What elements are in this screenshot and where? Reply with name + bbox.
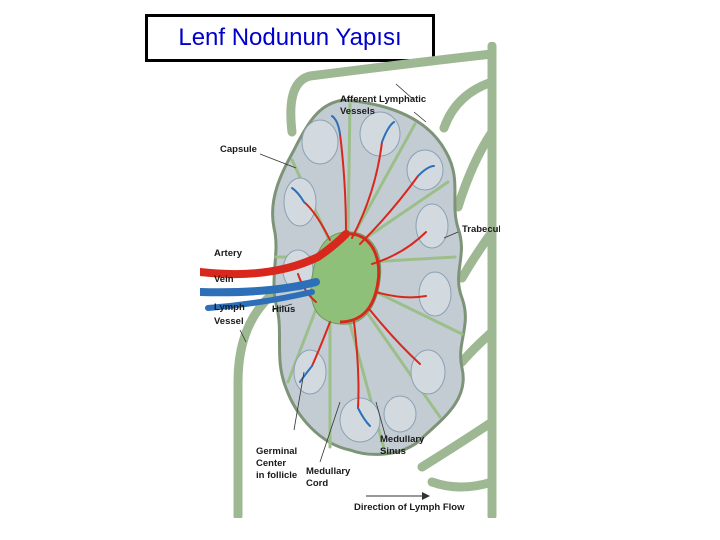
label-medullary-sinus-1: Medullary [380,434,425,445]
label-trabecula: Trabecula [462,224,500,235]
label-hilus: Hilus [272,304,295,315]
label-lymph-1: Lymph [214,302,245,313]
label-direction: Direction of Lymph Flow [354,502,465,513]
label-lymph-2: Vessel [214,316,244,327]
label-artery: Artery [214,248,243,259]
label-medullary-cord-1: Medullary [306,466,351,477]
label-medullary-sinus-2: Sinus [380,446,406,457]
label-medullary-cord-2: Cord [306,478,328,489]
label-germinal-2: Center [256,458,286,469]
label-germinal-1: Germinal [256,446,297,457]
flow-direction-arrowhead [422,492,430,500]
label-vein: Vein [214,274,234,285]
label-afferent-2: Vessels [340,106,375,117]
label-afferent-1: Afferent Lymphatic [340,94,426,105]
label-germinal-3: in follicle [256,470,297,481]
label-capsule: Capsule [220,144,257,155]
lymph-node-diagram: Afferent Lymphatic Vessels Capsule Trabe… [200,42,500,518]
